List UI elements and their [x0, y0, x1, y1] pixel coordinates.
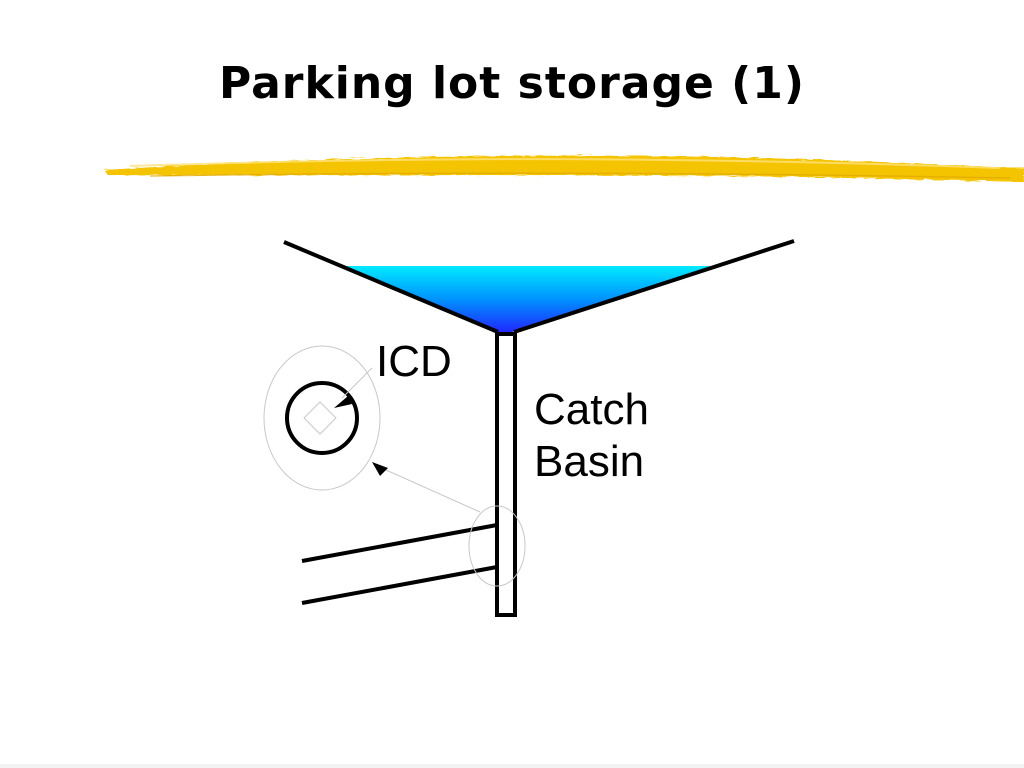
icd-pointer-line	[341, 367, 373, 399]
outlet-pipe-bottom	[301, 565, 498, 605]
icd-label: ICD	[376, 337, 452, 386]
ponded-water	[343, 266, 712, 334]
icd-orifice-diamond	[303, 401, 337, 435]
detail-leader-arrowhead	[372, 462, 388, 476]
catch-label: Catch	[534, 385, 649, 434]
parking-lot-surface-left	[283, 240, 499, 334]
pipe-connection-callout	[468, 505, 526, 587]
title-underline-brushstroke	[104, 155, 1024, 182]
outlet-pipe-top	[301, 523, 498, 563]
icd-pointer-arrowhead	[334, 396, 352, 408]
footer-rule	[0, 764, 1024, 768]
pipe-cross-section	[285, 381, 359, 455]
basin-label: Basin	[534, 437, 644, 486]
parking-lot-surface-right	[513, 239, 795, 334]
detail-leader-line	[385, 469, 481, 513]
icd-detail-callout	[263, 345, 381, 491]
slide-title: Parking lot storage (1)	[219, 58, 805, 109]
catch-basin-riser	[495, 332, 517, 617]
